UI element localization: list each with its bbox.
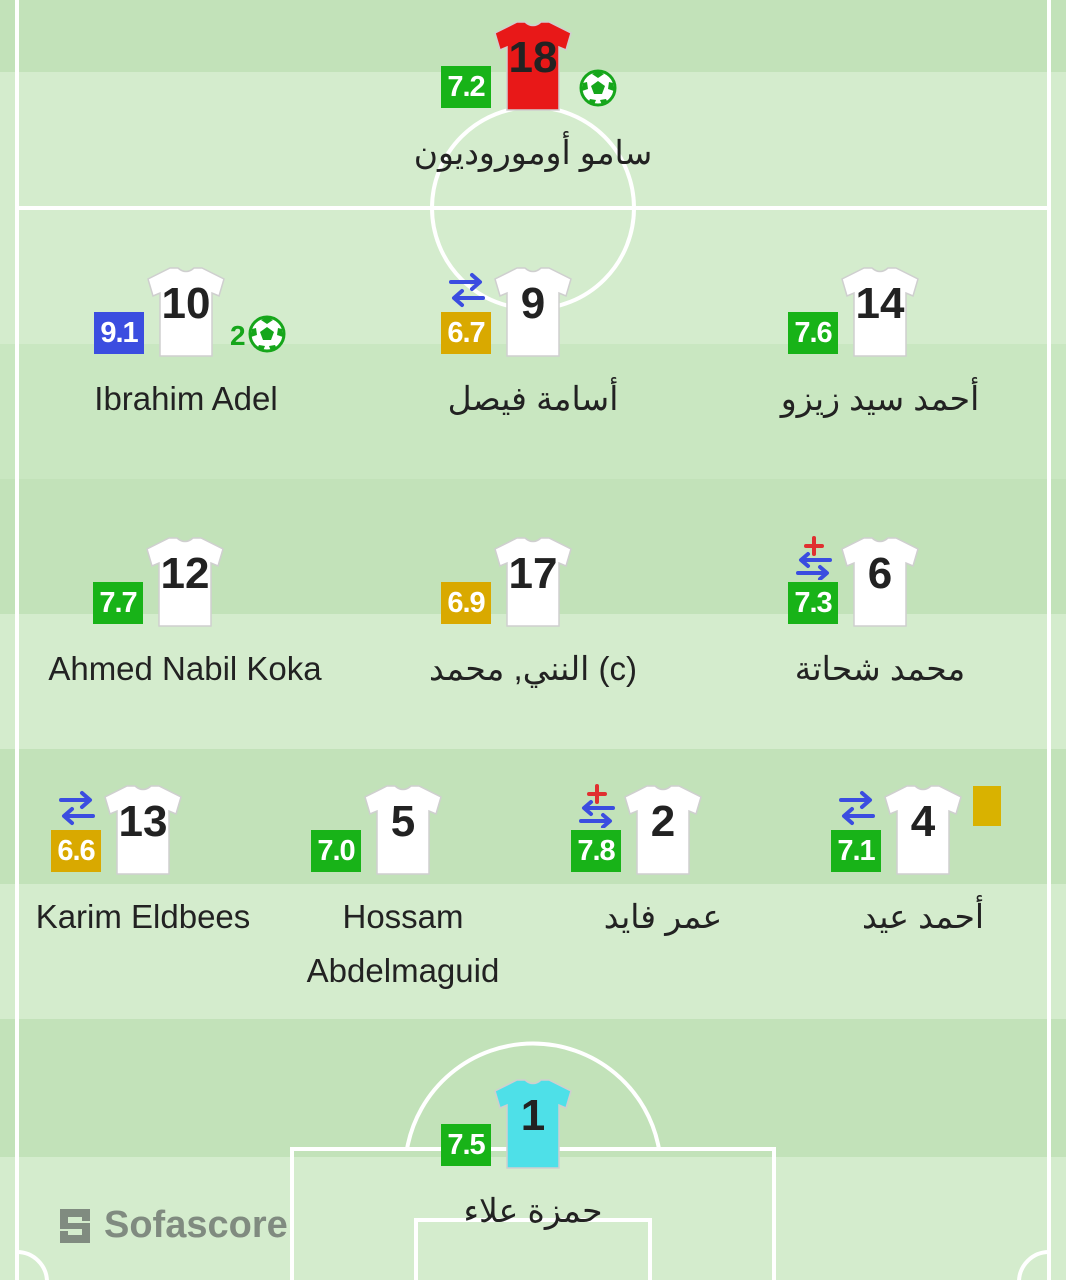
- player-name: محمد شحاتة: [794, 650, 966, 687]
- rating-badge: 6.7: [441, 312, 491, 354]
- player-opponent-18[interactable]: 18 7.2 سامو أومورودیون: [403, 20, 663, 250]
- player-name: عمر فايد: [603, 898, 723, 935]
- rating-badge: 6.6: [51, 830, 101, 872]
- rating-badge: 7.6: [788, 312, 838, 354]
- shirt-icon: 12: [145, 536, 225, 628]
- shirt-number: 9: [520, 279, 546, 328]
- rating-badge: 9.1: [94, 312, 144, 354]
- shirt-icon: 6: [840, 536, 920, 628]
- goal-indicator: [577, 68, 618, 112]
- shirt-icon: 9: [493, 266, 573, 358]
- shirt-number: 12: [160, 549, 210, 598]
- sofascore-brand-text: Sofascore: [104, 1204, 288, 1246]
- rating-badge: 7.2: [441, 66, 491, 108]
- pitch-stripe: [0, 344, 1066, 479]
- rating-badge: 6.9: [441, 582, 491, 624]
- shirt-icon: 17: [493, 536, 573, 628]
- shirt-number: 17: [508, 549, 558, 598]
- player-defense-3[interactable]: 2 7.8 عمر فايد: [533, 784, 793, 1014]
- rating-badge: 7.0: [311, 830, 361, 872]
- player-name: أحمد سيد زيزو: [780, 380, 980, 417]
- player-name: أسامة فيصل: [447, 380, 619, 417]
- shirt-icon: 1: [493, 1078, 573, 1170]
- shirt-number: 13: [118, 797, 168, 846]
- shirt-number: 6: [867, 549, 893, 598]
- shirt-icon: 4: [883, 784, 963, 876]
- player-name: سامو أومورودیون: [413, 134, 653, 171]
- player-attack-2[interactable]: 9 6.7 أسامة فيصل: [403, 266, 663, 496]
- goal-ball-icon: [578, 68, 618, 112]
- shirt-icon: 2: [623, 784, 703, 876]
- substitution-icon: [835, 786, 879, 826]
- player-name: Ahmed Nabil Koka: [48, 650, 322, 687]
- substitution-icon: [445, 268, 489, 308]
- yellow-card-icon: [973, 786, 1001, 826]
- player-name: Karim Eldbees: [35, 898, 251, 935]
- player-defense-4[interactable]: 4 7.1 أحمد عيد: [793, 784, 1053, 1014]
- player-goalkeeper-1[interactable]: 1 7.5 حمزة علاء: [403, 1078, 663, 1280]
- player-midfield-2[interactable]: 17 6.9 النني, محمد (c): [403, 536, 663, 766]
- pitch-stripe: [0, 884, 1066, 1019]
- pitch-stripe: [0, 614, 1066, 749]
- shirt-number: 2: [650, 797, 676, 846]
- shirt-icon: 13: [103, 784, 183, 876]
- shirt-number: 10: [161, 279, 211, 328]
- pitch-stripe: [0, 749, 1066, 884]
- player-name: Ibrahim Adel: [94, 380, 278, 417]
- rating-badge: 7.1: [831, 830, 881, 872]
- shirt-number: 4: [910, 797, 936, 846]
- goal-indicator: 2: [230, 314, 287, 358]
- substitution-injury-icon: [575, 784, 619, 829]
- player-name: أحمد عيد: [861, 898, 985, 935]
- player-name: النني, محمد (c): [428, 650, 637, 687]
- shirt-number: 5: [390, 797, 416, 846]
- rating-badge: 7.3: [788, 582, 838, 624]
- shirt-icon: 10: [146, 266, 226, 358]
- player-attack-3[interactable]: 14 7.6 أحمد سيد زيزو: [750, 266, 1010, 496]
- shirt-icon: 14: [840, 266, 920, 358]
- player-name: Hossam Abdelmaguid: [306, 898, 500, 989]
- shirt-icon: 18: [493, 20, 573, 112]
- shirt-icon: 5: [363, 784, 443, 876]
- goal-ball-icon: [247, 314, 287, 358]
- shirt-number: 18: [508, 33, 558, 82]
- rating-badge: 7.8: [571, 830, 621, 872]
- substitution-icon: [55, 786, 99, 826]
- sofascore-logo-icon: [60, 1208, 90, 1243]
- goal-count: 2: [230, 320, 246, 351]
- player-midfield-3[interactable]: 6 7.3 محمد شحاتة: [750, 536, 1010, 766]
- sofascore-brand: Sofascore: [56, 1204, 288, 1247]
- shirt-number: 1: [520, 1091, 546, 1140]
- rating-badge: 7.7: [93, 582, 143, 624]
- player-name: حمزة علاء: [463, 1192, 603, 1229]
- substitution-injury-icon: [792, 536, 836, 581]
- rating-badge: 7.5: [441, 1124, 491, 1166]
- shirt-number: 14: [855, 279, 905, 328]
